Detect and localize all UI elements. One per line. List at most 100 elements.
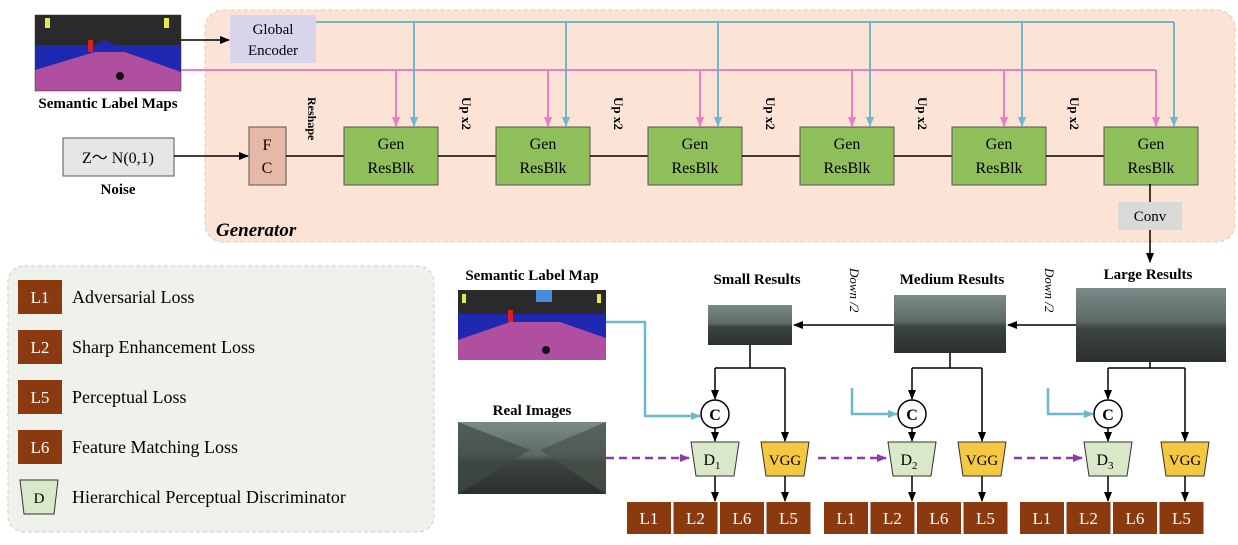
global-encoder-line1: Global [253,22,294,38]
upsample-label: Up x2 [611,97,626,130]
reshape-label: Reshape [305,97,319,141]
discriminator-subscript: 1 [715,460,721,472]
legend-badge-l6 [18,430,62,464]
down-label-2: Down /2 [1042,267,1057,313]
condition-feeds [181,21,1178,127]
noise-box [62,137,175,177]
gen-resblk-line1: Gen [986,136,1013,153]
loss-badge-l5 [1159,502,1204,534]
legend-badge-text: L6 [31,438,50,457]
loss-badge-l1 [1020,502,1064,534]
fc-line2: C [262,160,273,177]
legend-label: Feature Matching Loss [72,437,238,457]
discriminator-d1 [690,441,740,477]
vgg-block [957,441,1007,477]
discriminator-label: D3 [1096,452,1114,472]
label-map-to-concat-arrow [606,320,701,420]
loss-badge-l6 [1113,502,1157,534]
discriminator-label: D2 [900,452,917,472]
loss-badge-l2 [870,502,915,534]
vgg-label: VGG [966,453,999,469]
loss-badge-text: L1 [837,509,856,528]
legend-badge-l1 [18,280,62,314]
legend-label: Hierarchical Perceptual Discriminator [72,487,346,507]
vgg-block [760,441,810,477]
gen-resblk-line1: Gen [378,136,405,153]
fc-line1: F [263,137,272,154]
loss-badge-text: L6 [733,509,752,528]
real-image-photo [458,422,606,494]
noise-formula: Z～ N(0,1) [82,150,154,167]
large-results-caption: Large Results [1104,267,1193,283]
semantic-label-map-caption: Semantic Label Map [465,268,598,284]
small-results-caption: Small Results [713,272,800,288]
legend-badge-l2 [18,330,62,364]
legend-badge-text: L5 [31,388,50,407]
loss-badge-text: L1 [1033,509,1052,528]
loss-badge-l5 [963,502,1008,534]
gen-resblk-line1: Gen [1138,136,1165,153]
gen-resblk-line2: ResBlk [823,160,870,177]
loss-badge-text: L6 [930,509,949,528]
discriminator-d3 [1083,441,1133,477]
semantic-label-maps-caption: Semantic Label Maps [38,96,177,112]
legend-badge-text: L1 [31,288,50,307]
gen-resblk-3 [647,126,743,186]
loss-badge-text: L2 [1079,509,1098,528]
semantic-label-map-image-small [458,290,606,360]
loss-badge-l6 [917,502,961,534]
gen-resblk-line1: Gen [530,136,557,153]
medium-results-caption: Medium Results [900,272,1005,288]
vgg-label: VGG [1169,453,1202,469]
fc-box [248,126,287,186]
upsample-label: Up x2 [459,97,474,130]
loss-badge-l5 [766,502,811,534]
real-images-caption: Real Images [493,403,572,419]
global-encoder-box [230,15,316,63]
gen-resblk-5 [951,126,1047,186]
loss-badge-text: L6 [1126,509,1145,528]
legend-label: Adversarial Loss [72,287,194,307]
upsample-label: Up x2 [763,97,778,130]
gen-resblk-2 [495,126,591,186]
loss-badge-text: L2 [686,509,705,528]
semantic-label-map-image [34,14,182,92]
upsample-label: Up x2 [1067,97,1082,130]
gen-resblk-4 [799,126,895,186]
global-encoder-line2: Encoder [248,43,298,59]
gen-resblk-1 [343,126,439,186]
loss-badge-text: L2 [883,509,902,528]
discriminator-letter: D [1096,452,1108,469]
discriminator-letter: D [900,452,912,469]
legend-badge-discriminator [19,479,59,515]
conv-box [1118,202,1182,230]
discriminator-label: D1 [703,452,720,472]
legend-badge-text: L2 [31,338,50,357]
medium-result-photo [894,295,1006,353]
discriminator-letter: D [703,452,715,469]
concat-label: C [1102,407,1114,424]
loss-badge-l1 [824,502,868,534]
loss-badge-text: L1 [640,509,659,528]
loss-badge-text: L5 [1172,509,1191,528]
large-result-photo [1076,288,1226,362]
vgg-label: VGG [769,453,802,469]
legend-panel [7,265,435,533]
legend-label: Sharp Enhancement Loss [72,337,255,357]
gen-resblk-line1: Gen [834,136,861,153]
gen-resblk-6 [1103,126,1199,186]
label-map-feed-arrow [850,388,898,418]
loss-badge-l2 [673,502,718,534]
gen-resblk-line2: ResBlk [975,160,1022,177]
loss-badge-l2 [1066,502,1111,534]
discriminator-d2 [887,441,937,477]
upsample-label: Up x2 [915,97,930,130]
loss-badge-l1 [627,502,671,534]
label-map-feed-arrow [1046,388,1094,418]
vgg-block [1160,441,1210,477]
loss-badge-l6 [720,502,764,534]
gen-resblk-line1: Gen [682,136,709,153]
